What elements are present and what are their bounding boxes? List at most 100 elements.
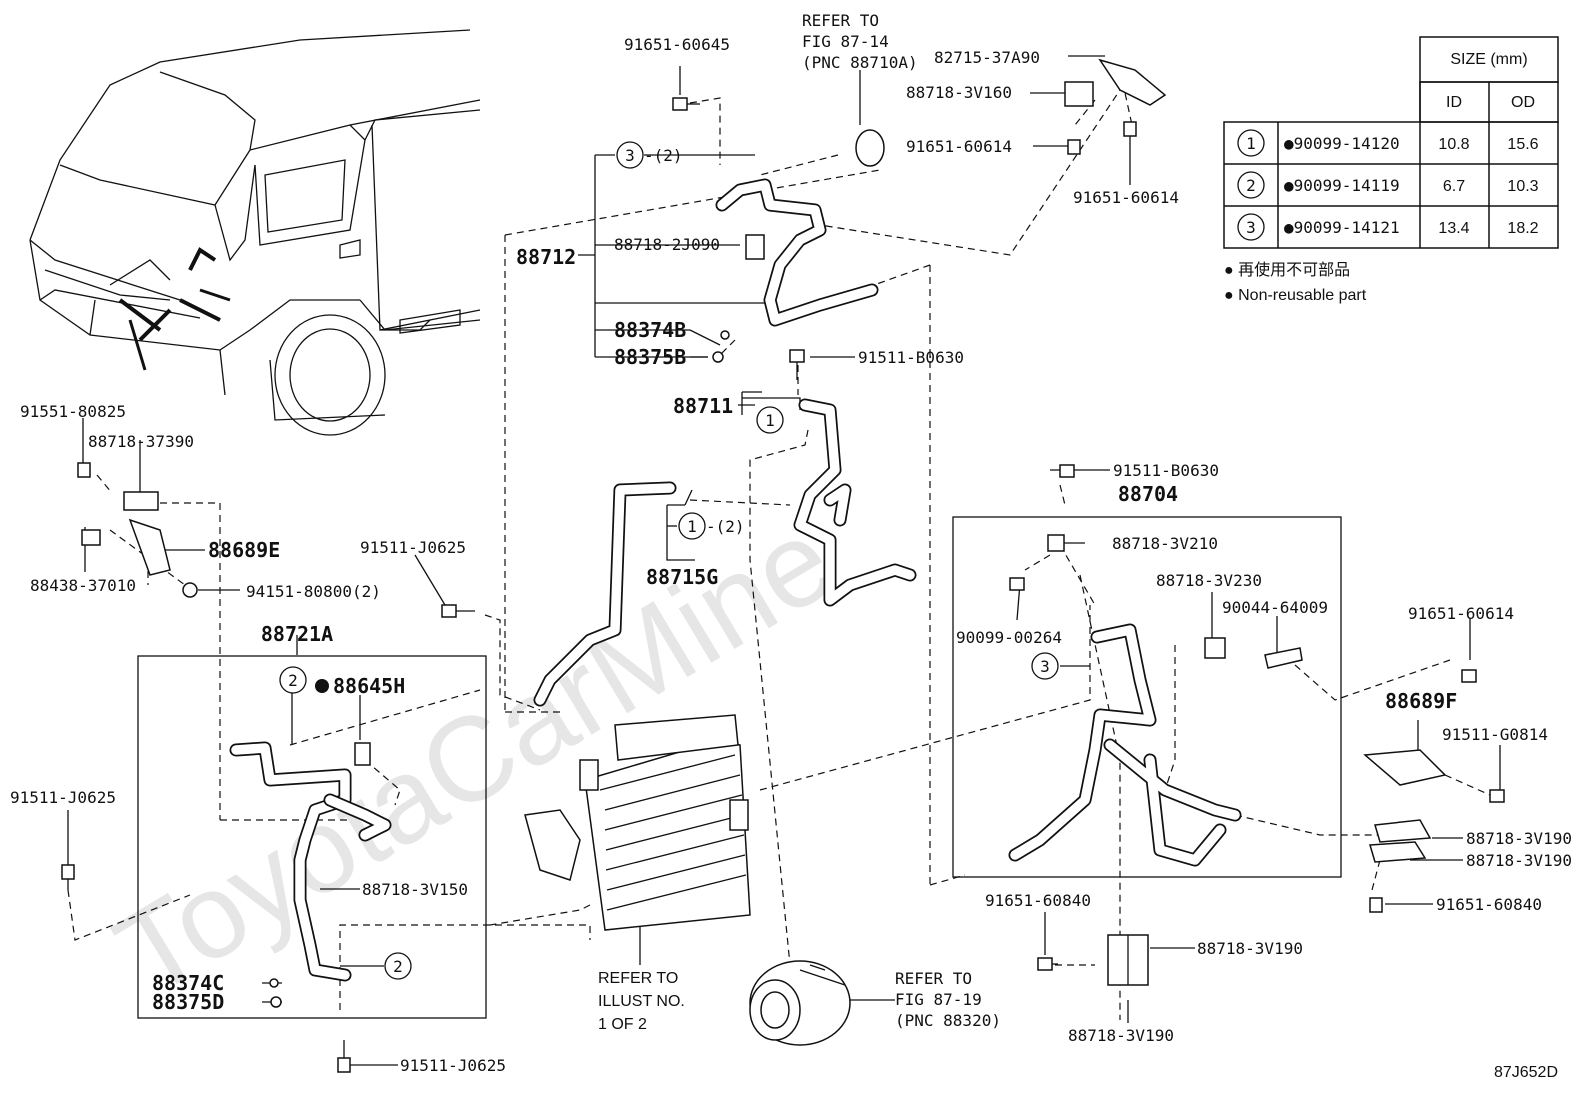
label-88645H: 88645H bbox=[333, 674, 405, 698]
label-82715-37A90: 82715-37A90 bbox=[934, 48, 1040, 67]
ref-fig87-19-l1: REFER TO bbox=[895, 969, 972, 988]
nut-94151 bbox=[182, 582, 198, 598]
hoses bbox=[229, 178, 1242, 982]
bolt-91651-60614b bbox=[1123, 121, 1137, 137]
col-id: ID bbox=[1446, 94, 1462, 111]
label-88374B: 88374B bbox=[614, 318, 686, 342]
bolt-91651-60614c bbox=[1461, 669, 1477, 683]
label-88711: 88711 bbox=[673, 394, 733, 418]
label-91651-60614: 91651-60614 bbox=[1408, 604, 1514, 623]
callouts: 3 1 1 2 2 3 bbox=[279, 141, 1059, 980]
bolt-91511-B0630a bbox=[789, 349, 805, 380]
clamp-88718-2J090 bbox=[745, 234, 765, 260]
legend-en: ● Non-reusable part bbox=[1224, 287, 1367, 304]
label-91651-60840: 91651-60840 bbox=[1436, 895, 1542, 914]
diagram-code: 87J652D bbox=[1494, 1064, 1558, 1081]
label-90099-00264: 90099-00264 bbox=[956, 628, 1062, 647]
ref-fig87-19-l2: FIG 87-19 bbox=[895, 990, 982, 1009]
ref-fig87-19-l3: (PNC 88320) bbox=[895, 1011, 1001, 1030]
callout-3: 3 bbox=[1040, 657, 1050, 676]
clamp-88718-3V210 bbox=[1047, 534, 1065, 552]
bracket-88689F bbox=[1363, 749, 1447, 786]
label-qty: -(2) bbox=[644, 146, 683, 165]
label-88689E: 88689E bbox=[208, 538, 280, 562]
label-88721A: 88721A bbox=[261, 622, 333, 646]
bracket-88438 bbox=[81, 529, 101, 546]
label-91511-G0814: 91511-G0814 bbox=[1442, 725, 1548, 744]
legend-jp: ● 再使用不可部品 bbox=[1224, 261, 1350, 279]
label-88704: 88704 bbox=[1118, 482, 1178, 506]
table-row-num: 1 bbox=[1246, 134, 1256, 153]
assembly-box-88704 bbox=[952, 516, 1342, 878]
callout-2: 2 bbox=[393, 957, 403, 976]
table-row-num: 2 bbox=[1246, 176, 1256, 195]
clip-90044 bbox=[1264, 647, 1303, 669]
table-row-id: 10.8 bbox=[1438, 136, 1469, 153]
clamp-88718-3V230 bbox=[1204, 637, 1226, 659]
condenser bbox=[524, 714, 751, 931]
label-90044-64009: 90044-64009 bbox=[1222, 598, 1328, 617]
table-row-id: 6.7 bbox=[1443, 178, 1465, 195]
ref-illust-l2: ILLUST NO. bbox=[598, 993, 685, 1010]
o-ring-88374B bbox=[720, 330, 730, 340]
label-88689F: 88689F bbox=[1385, 689, 1457, 713]
bolt-91651-60840-mid bbox=[1037, 957, 1058, 971]
label-91511-J0625: 91511-J0625 bbox=[400, 1056, 506, 1075]
callout-3: 3 bbox=[625, 146, 635, 165]
label-88718-3V190: 88718-3V190 bbox=[1197, 939, 1303, 958]
assembly-box-88721A bbox=[137, 655, 487, 1019]
label-88718-3V150: 88718-3V150 bbox=[362, 880, 468, 899]
label-88375B: 88375B bbox=[614, 345, 686, 369]
ref-illust-l3: 1 OF 2 bbox=[598, 1016, 647, 1033]
label-88375D: 88375D bbox=[152, 990, 224, 1014]
label-94151-80800: 94151-80800(2) bbox=[246, 582, 381, 601]
bolt-91651-60645 bbox=[672, 97, 700, 111]
label-91511-J0625: 91511-J0625 bbox=[10, 788, 116, 807]
callout-1: 1 bbox=[765, 411, 775, 430]
o-ring-88375D bbox=[270, 996, 282, 1008]
non-reusable-dot bbox=[315, 679, 329, 693]
label-88718-3V190: 88718-3V190 bbox=[1466, 829, 1572, 848]
table-row-part: ●90099-14120 bbox=[1284, 134, 1400, 153]
bolt-91511-B0630b bbox=[1059, 464, 1075, 478]
grommet-ref bbox=[855, 129, 885, 167]
table-title: SIZE (mm) bbox=[1450, 51, 1527, 68]
callout-2: 2 bbox=[288, 671, 298, 690]
label-91551-80825: 91551-80825 bbox=[20, 402, 126, 421]
table-row-id: 13.4 bbox=[1438, 220, 1469, 237]
col-od: OD bbox=[1511, 94, 1535, 111]
table-row-od: 15.6 bbox=[1507, 136, 1538, 153]
label-91511-J0625: 91511-J0625 bbox=[360, 538, 466, 557]
bolt-91551-80825 bbox=[77, 462, 91, 478]
label-91651-60614: 91651-60614 bbox=[1073, 188, 1179, 207]
table-row-num: 3 bbox=[1246, 218, 1256, 237]
leader-lines bbox=[67, 55, 1501, 1066]
bolt-91511-G0814 bbox=[1489, 789, 1505, 803]
size-table: SIZE (mm) ID OD 1 ●90099-14120 10.8 15.6… bbox=[1223, 36, 1559, 304]
bolt-91651-60840-right bbox=[1369, 897, 1383, 913]
table-row-part: ●90099-14121 bbox=[1284, 218, 1400, 237]
table-row-od: 10.3 bbox=[1507, 178, 1538, 195]
label-88715G: 88715G bbox=[646, 565, 718, 589]
label-88438-37010: 88438-37010 bbox=[30, 576, 136, 595]
ref-illust-l1: REFER TO bbox=[598, 970, 678, 987]
ref-fig87-14-l1: REFER TO bbox=[802, 11, 879, 30]
ref-fig87-14-l2: FIG 87-14 bbox=[802, 32, 889, 51]
table-row-od: 18.2 bbox=[1507, 220, 1538, 237]
callout-1: 1 bbox=[687, 517, 697, 536]
label-91511-B0630: 91511-B0630 bbox=[858, 348, 964, 367]
bolt-91511-J0625-left bbox=[61, 864, 75, 890]
o-ring-88374C bbox=[269, 978, 279, 988]
clamp-88718-3V190b bbox=[1369, 841, 1427, 863]
label-88374C: 88374C bbox=[152, 971, 224, 995]
label-88718-3V190: 88718-3V190 bbox=[1068, 1026, 1174, 1045]
part-labels: 91651-60645 -(2) REFER TO FIG 87-14 (PNC… bbox=[10, 11, 1572, 1081]
label-88718-3V160: 88718-3V160 bbox=[906, 83, 1012, 102]
clamp-88718-3V160 bbox=[1064, 81, 1094, 107]
valve-88645H bbox=[354, 742, 371, 766]
label-88712: 88712 bbox=[516, 245, 576, 269]
clamp-88718-37390 bbox=[123, 491, 159, 511]
bolt-91511-J0625-bottom bbox=[337, 1057, 351, 1073]
label-qty: -(2) bbox=[706, 517, 745, 536]
